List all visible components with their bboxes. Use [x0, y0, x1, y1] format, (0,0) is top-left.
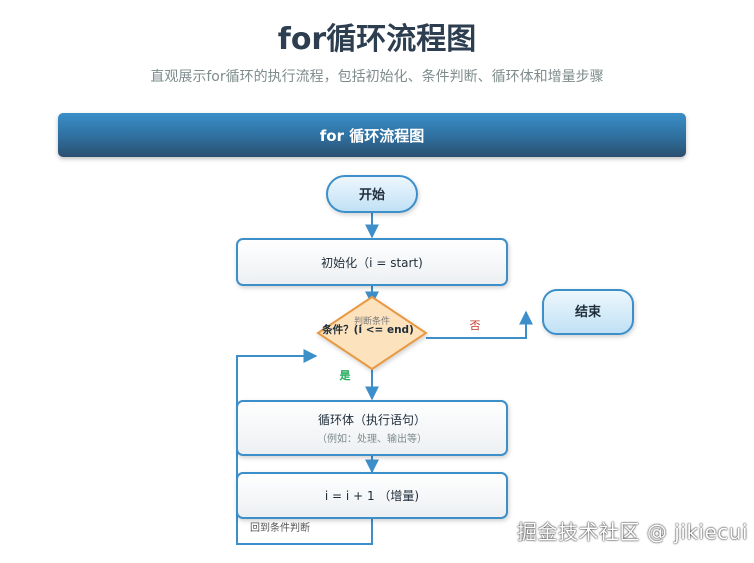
- edge-label-yes: 是: [339, 369, 352, 382]
- increment-node: i = i + 1 （增量): [236, 472, 508, 519]
- watermark: 掘金技术社区 @ jikiecui: [517, 520, 748, 544]
- condition-node: 判断条件 条件？(i <= end): [316, 295, 428, 371]
- condition-label: 条件？(i <= end): [321, 323, 414, 336]
- edge-label-no: 否: [470, 319, 481, 332]
- start-label: 开始: [359, 187, 385, 203]
- diagram-banner: for 循环流程图: [58, 113, 686, 157]
- page-subtitle: 直观展示for循环的执行流程，包括初始化、条件判断、循环体和增量步骤: [150, 69, 604, 85]
- init-node: 初始化（i = start): [236, 238, 508, 286]
- condition-caption: 判断条件: [354, 315, 390, 327]
- body-label: 循环体（执行语句）: [318, 413, 426, 427]
- increment-label: i = i + 1 （增量): [325, 489, 419, 503]
- end-label: 结束: [575, 304, 602, 320]
- start-node: 开始: [326, 175, 418, 213]
- edge-label-back: 回到条件判断: [250, 521, 310, 534]
- edge-condition-end: [426, 310, 533, 339]
- page-title: for循环流程图: [277, 22, 477, 57]
- init-label: 初始化（i = start): [321, 256, 423, 270]
- body-node: 循环体（执行语句） （例如：处理、输出等）: [236, 400, 508, 456]
- body-note: （例如：处理、输出等）: [317, 432, 427, 445]
- edge-increment-loop-down: [236, 349, 373, 545]
- end-node: 结束: [542, 289, 634, 335]
